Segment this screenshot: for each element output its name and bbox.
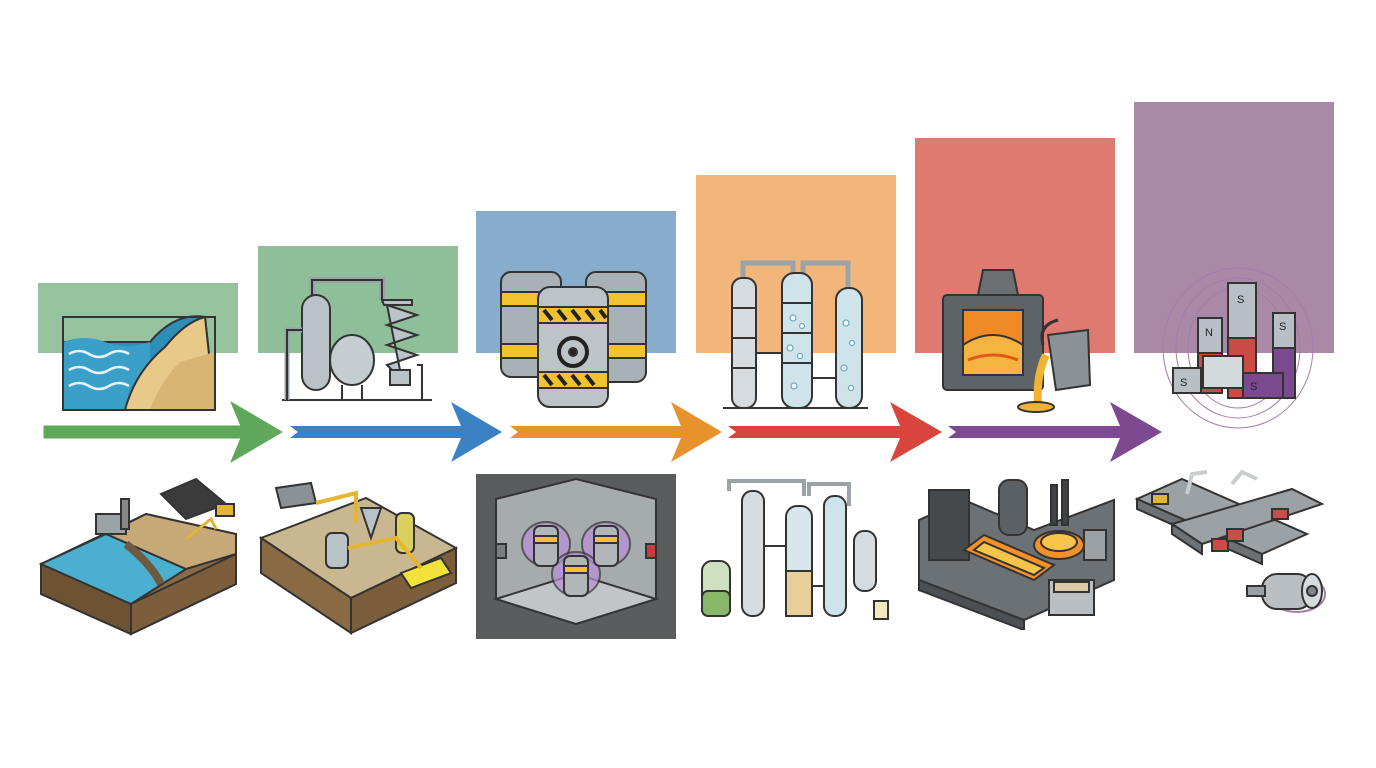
beach-sand-icon (62, 315, 217, 411)
permanent-magnets-icon: S N S S S (1162, 267, 1314, 429)
smelting-factory-icon (918, 479, 1115, 630)
arrow-red (728, 402, 942, 462)
svg-text:S: S (1250, 381, 1257, 393)
svg-text:S: S (1237, 294, 1244, 306)
arrow-purple (948, 402, 1162, 462)
arrow-green (43, 401, 283, 463)
processing-plant-icon (258, 481, 459, 635)
radioactive-storage-room-icon (476, 474, 676, 639)
chemical-plant-icon (282, 277, 432, 401)
arrow-blue (290, 402, 502, 462)
svg-text:S: S (1279, 321, 1286, 333)
svg-text:S: S (1180, 377, 1187, 389)
biohazard-tanks-icon (500, 271, 647, 408)
robotic-assembly-motor-icon (1134, 469, 1326, 613)
svg-text:N: N (1205, 327, 1213, 339)
furnace-ladle-icon (942, 269, 1092, 413)
distillation-columns-icon (723, 260, 868, 409)
separation-columns-plant-icon (701, 479, 889, 620)
arrow-orange (510, 402, 722, 462)
dredging-site-icon (38, 477, 237, 636)
